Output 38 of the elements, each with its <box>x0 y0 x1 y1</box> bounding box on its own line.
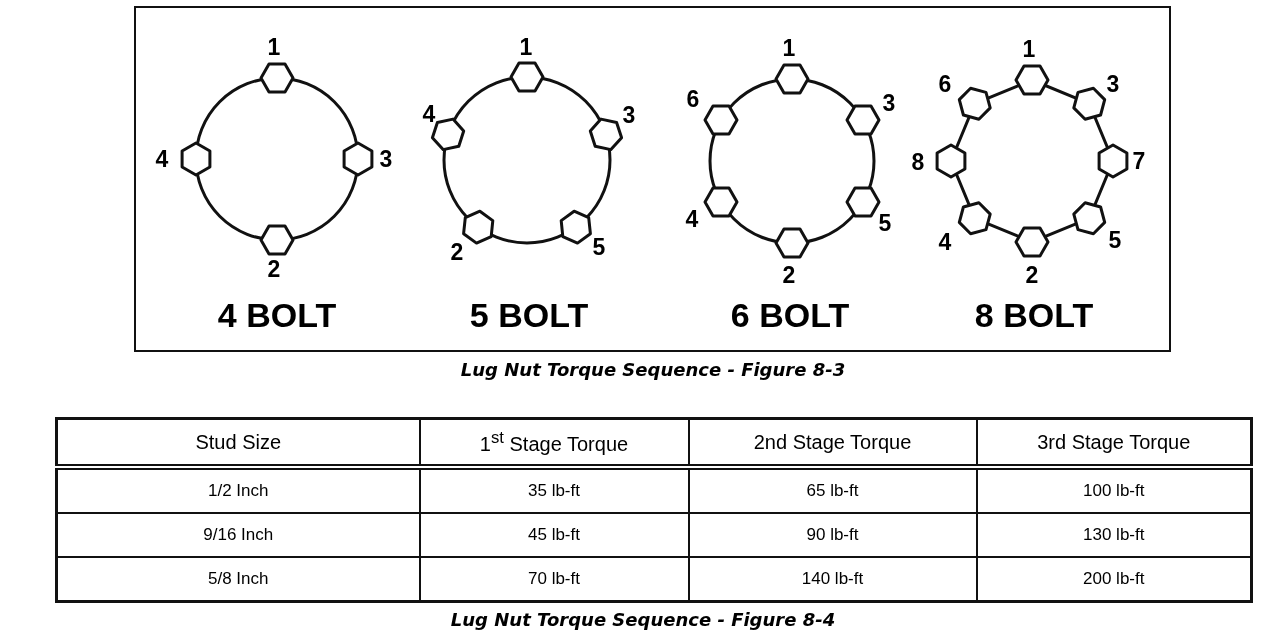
callout-number: 2 <box>450 240 464 264</box>
pattern-label: 4 BOLT <box>217 298 337 332</box>
callout-number: 5 <box>592 235 606 259</box>
callout-number: 1 <box>267 35 281 59</box>
torque-value: 90 lb-ft <box>688 513 977 557</box>
callout-number: 4 <box>938 230 952 254</box>
stud-size-value: 1/2 Inch <box>56 467 420 513</box>
callout-number: 4 <box>155 147 169 171</box>
pattern-label: 8 BOLT <box>974 298 1094 332</box>
figure-caption: Lug Nut Torque Sequence - Figure 8-4 <box>450 611 836 629</box>
callout-number: 6 <box>938 72 952 96</box>
callout-number: 5 <box>878 211 892 235</box>
callout-number: 3 <box>622 103 636 127</box>
callout-number: 4 <box>685 207 699 231</box>
callout-number: 1 <box>519 35 533 59</box>
pattern-label: 6 BOLT <box>730 298 850 332</box>
callout-number: 1 <box>782 36 796 60</box>
callout-number: 1 <box>1022 37 1036 61</box>
column-header: 1$^{st}$ Stage Torque <box>419 418 689 467</box>
callout-number: 2 <box>1025 263 1039 287</box>
callout-number: 3 <box>882 91 896 115</box>
callout-number: 7 <box>1132 149 1146 173</box>
column-header: 2nd Stage Torque <box>688 418 977 467</box>
callout-number: 6 <box>686 87 700 111</box>
column-header: Stud Size <box>56 418 420 467</box>
pattern-label: 5 BOLT <box>469 298 589 332</box>
torque-value: 45 lb-ft <box>419 513 689 557</box>
callout-number: 2 <box>267 257 281 281</box>
torque-value: 35 lb-ft <box>419 467 689 513</box>
callout-number: 8 <box>911 150 925 174</box>
callout-number: 3 <box>1106 72 1120 96</box>
figure-caption: Lug Nut Torque Sequence - Figure 8-3 <box>460 361 846 379</box>
stud-size-value: 9/16 Inch <box>56 513 420 557</box>
callout-number: 2 <box>782 263 796 287</box>
callout-number: 5 <box>1108 228 1122 252</box>
callout-number: 3 <box>379 147 393 171</box>
callout-number: 4 <box>422 102 436 126</box>
torque-value: 65 lb-ft <box>688 467 977 513</box>
